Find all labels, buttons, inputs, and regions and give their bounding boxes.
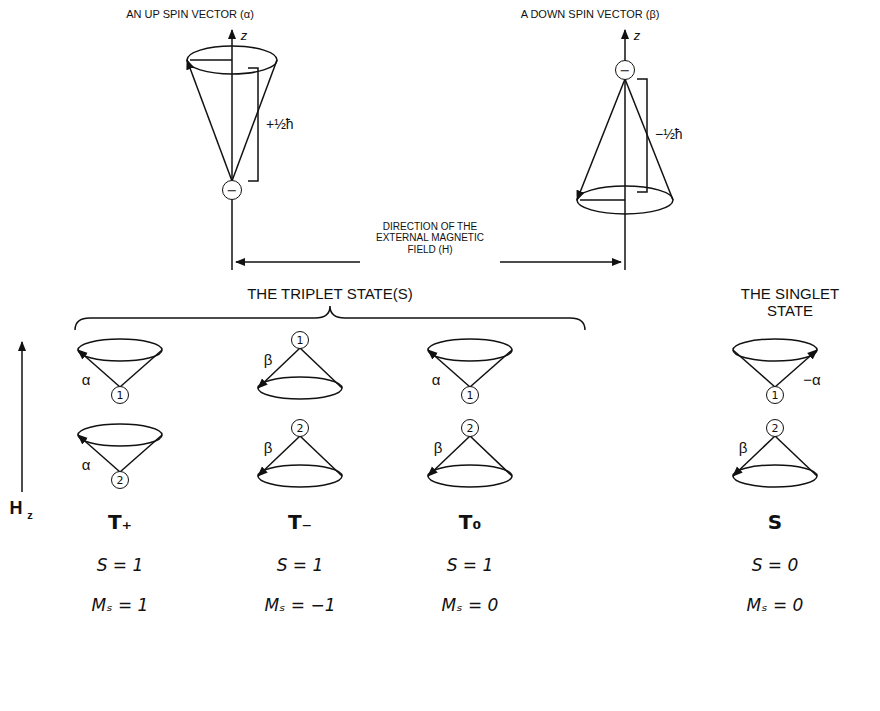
state-label: T₊: [108, 511, 132, 534]
circle-number: −: [620, 64, 631, 77]
spin-label: β: [739, 439, 748, 456]
spin-quantum-number: S = 0: [752, 556, 799, 576]
circle-number: 1: [467, 390, 474, 401]
spin-label: α: [432, 371, 441, 388]
circle-number: 1: [117, 390, 124, 401]
spin-quantum-number: S = 1: [97, 556, 144, 576]
axis-label: z: [634, 29, 641, 44]
spin-quantum-number: S = 1: [277, 556, 324, 576]
apex-circle: 2: [291, 419, 309, 437]
state-label: T₀: [459, 511, 481, 534]
circle-number: 1: [297, 335, 304, 346]
apex-circle: 2: [461, 419, 479, 437]
circle-number: 2: [117, 475, 124, 486]
spin-label: β: [264, 351, 273, 368]
heading-label: A DOWN SPIN VECTOR (β): [521, 8, 660, 21]
apex-circle: 2: [111, 471, 129, 489]
apex-circle: 1: [291, 331, 309, 349]
circle-number: 2: [297, 423, 304, 434]
spin-label: β: [434, 439, 443, 456]
apex-circle: 1: [461, 386, 479, 404]
circle-number: 2: [467, 423, 474, 434]
state-label: S: [768, 511, 782, 534]
apex-circle: 1: [111, 386, 129, 404]
spin-value: −½ħ: [655, 126, 683, 142]
group-heading: THE TRIPLET STATE(S): [247, 285, 413, 302]
axis-label: z: [241, 29, 248, 44]
field-label: H: [10, 498, 23, 519]
circle-number: −: [227, 184, 238, 197]
state-label: T₋: [288, 511, 312, 534]
magnetic-quantum-number: Mₛ = 0: [747, 596, 804, 616]
circle-number: 2: [772, 423, 779, 434]
apex-circle: 2: [766, 419, 784, 437]
apex-circle: 1: [766, 386, 784, 404]
group-heading: THE SINGLET STATE: [728, 285, 853, 320]
field-subscript: z: [27, 509, 33, 522]
magnetic-quantum-number: Mₛ = −1: [264, 596, 335, 616]
apex-circle: −: [222, 180, 242, 200]
magnetic-quantum-number: Mₛ = 0: [442, 596, 499, 616]
spin-label: α: [82, 456, 91, 473]
spin-value: +½ħ: [266, 116, 294, 132]
spin-label: α: [82, 371, 91, 388]
spin-label: −α: [803, 371, 820, 388]
apex-circle: −: [615, 60, 635, 80]
circle-number: 1: [772, 390, 779, 401]
field-note: DIRECTION OF THE EXTERNAL MAGNETIC FIELD…: [363, 221, 498, 256]
spin-label: β: [264, 439, 273, 456]
magnetic-quantum-number: Mₛ = 1: [92, 596, 149, 616]
heading-label: AN UP SPIN VECTOR (α): [126, 8, 254, 21]
spin-quantum-number: S = 1: [447, 556, 494, 576]
